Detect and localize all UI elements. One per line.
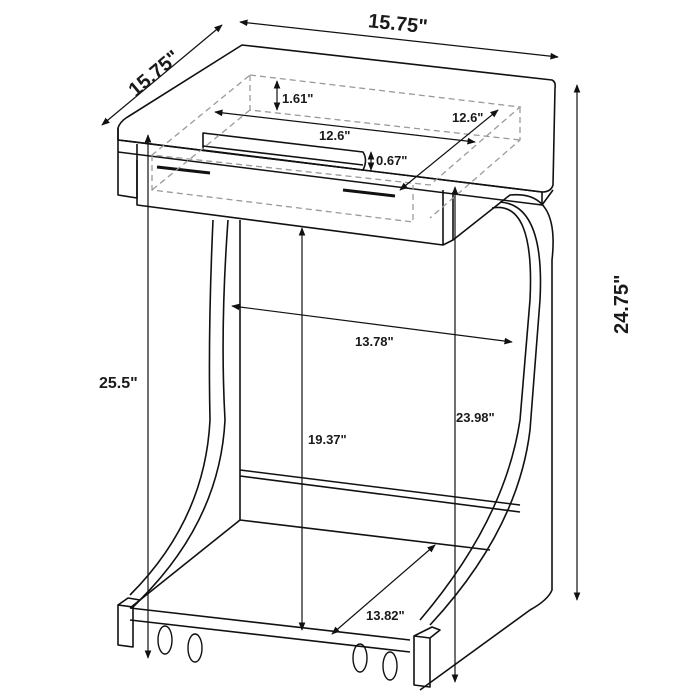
label-handle-height: 0.67" <box>376 153 407 168</box>
label-left-height: 25.5" <box>99 375 138 392</box>
label-inner-height: 23.98" <box>456 410 495 425</box>
label-clearance-height: 19.37" <box>308 432 347 447</box>
label-base-depth: 13.82" <box>366 608 405 623</box>
caster-wheels <box>157 625 398 681</box>
label-total-height: 24.75" <box>611 274 633 334</box>
label-top-width: 15.75" <box>367 10 429 38</box>
label-drawer-height: 1.61" <box>282 91 313 106</box>
label-inner-width: 13.78" <box>355 334 394 349</box>
label-drawer-width: 12.6" <box>319 128 350 143</box>
dimension-lines <box>101 19 581 683</box>
label-drawer-depth: 12.6" <box>452 110 483 125</box>
table-outline <box>117 44 556 691</box>
label-top-depth: 15.75" <box>125 46 185 101</box>
